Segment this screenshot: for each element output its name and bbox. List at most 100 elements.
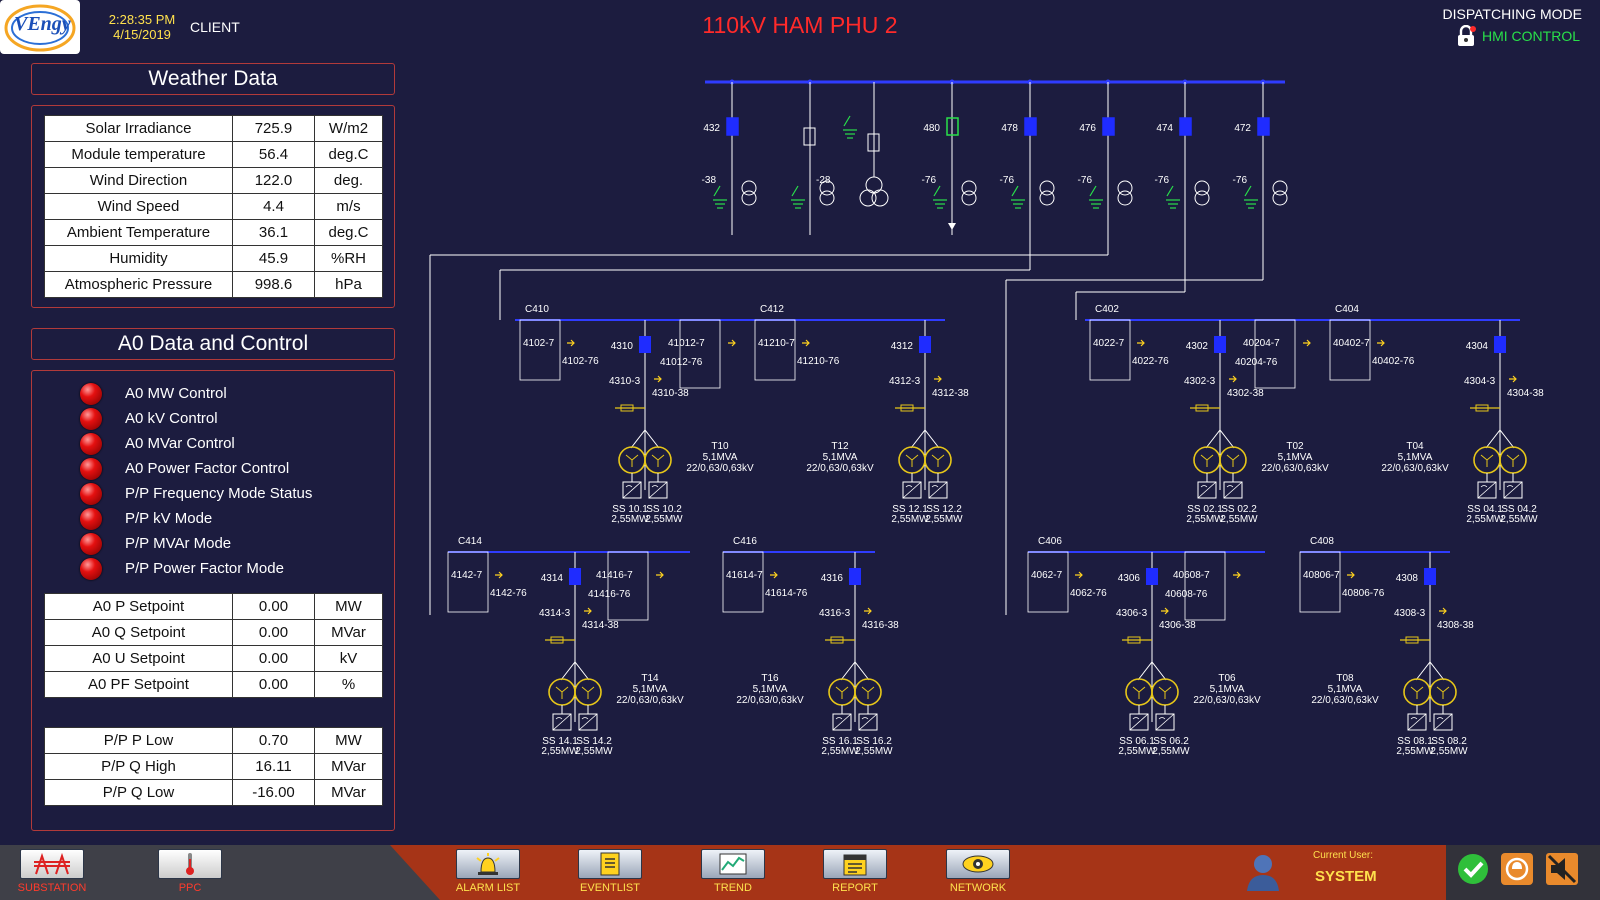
control-item[interactable]: A0 MVar Control (80, 431, 312, 456)
report-button[interactable]: REPORT (820, 849, 890, 897)
flow-arrow-icon (1377, 339, 1385, 347)
flow-arrow-icon (1303, 339, 1311, 347)
breaker-label: 478 (1001, 123, 1018, 134)
inverter-icon (1407, 713, 1427, 731)
inverter-icon (578, 713, 598, 731)
inverter-symbol (1433, 713, 1453, 731)
cell-value: 0.00 (232, 593, 315, 620)
wye-symbol (1158, 686, 1172, 699)
inverter-label: SS 08.1 (1397, 736, 1433, 747)
weather-panel (31, 105, 395, 308)
flow-arrow-icon (1439, 607, 1447, 615)
tx-feed (910, 429, 940, 449)
flow-arrow-icon (495, 571, 503, 579)
control-item[interactable]: A0 kV Control (80, 406, 312, 431)
thermometer-icon (158, 849, 222, 879)
alarm-bell-icon[interactable] (1500, 852, 1534, 886)
earth-switch-icon (791, 185, 805, 209)
breaker-icon (1024, 117, 1037, 136)
transformer-name: T08 (1336, 673, 1354, 684)
breaker-label: 4308 (1396, 573, 1419, 584)
cell-label: Humidity (44, 245, 233, 272)
control-item[interactable]: P/P kV Mode (80, 506, 312, 531)
tx-feed (1485, 429, 1515, 449)
eventlist-button[interactable]: EVENTLIST (575, 849, 645, 897)
cell-label: Wind Direction (44, 167, 233, 194)
breaker-label: 4312 (891, 341, 914, 352)
clock-time: 2:28:35 PM (108, 12, 176, 27)
switch-label: 4316-3 (819, 608, 851, 619)
earth-switch-icon (1089, 185, 1103, 209)
trend-button[interactable]: TREND (698, 849, 768, 897)
switch-path (754, 319, 796, 381)
switch-label: 41416-76 (588, 589, 631, 600)
mute-icon[interactable] (1545, 852, 1579, 886)
tx-feed (840, 661, 870, 681)
switch-label: 4314-38 (582, 620, 619, 631)
inverter-symbol (1477, 481, 1497, 499)
cell-label: Atmospheric Pressure (44, 271, 233, 298)
control-item[interactable]: A0 MW Control (80, 381, 312, 406)
control-item[interactable]: A0 Power Factor Control (80, 456, 312, 481)
switch-label: 4308-3 (1394, 608, 1426, 619)
control-item[interactable]: P/P Power Factor Mode (80, 556, 312, 581)
breaker-icon (639, 336, 651, 353)
switch-label: 4314-3 (539, 608, 571, 619)
switch-label: 4312-38 (932, 388, 969, 399)
breaker-label: 4314 (541, 573, 564, 584)
eventlist-icon (578, 849, 642, 879)
control-item[interactable]: P/P Frequency Mode Status (80, 481, 312, 506)
control-label: P/P MVAr Mode (125, 535, 232, 552)
inverter-symbol (902, 481, 922, 499)
switch-path (1184, 551, 1226, 621)
checkmark-icon[interactable] (1456, 852, 1490, 886)
wye-symbol (835, 686, 849, 699)
switch-label: 4062-7 (1031, 570, 1063, 581)
switch-label: 4312-3 (889, 376, 921, 387)
breaker-label: 4310 (611, 341, 634, 352)
alarm-list-button[interactable]: ALARM LIST (453, 849, 523, 897)
vt-icon (961, 190, 977, 206)
inverter-label: SS 14.1 (542, 736, 578, 747)
cell-value: 16.11 (232, 753, 315, 780)
cell-value: 0.00 (232, 671, 315, 698)
wye-symbol (1132, 686, 1146, 699)
earth-blade (843, 115, 851, 127)
flow-arrow-icon (1075, 571, 1083, 579)
vengy-logo: VEngy (0, 0, 80, 54)
flow-arrow-icon (584, 607, 592, 615)
ppc-button[interactable]: PPC (155, 849, 225, 897)
breaker-icon (849, 568, 861, 585)
inverter-icon (622, 481, 642, 499)
transformer-name: T02 (1286, 441, 1304, 452)
cell-label: Ambient Temperature (44, 219, 233, 246)
status-led-icon (80, 432, 102, 455)
switch-label: 4306-38 (1159, 620, 1196, 631)
cell-value: -16.00 (232, 779, 315, 806)
hmi-control-toggle[interactable]: HMI CONTROL (1456, 25, 1580, 47)
inverter-label: SS 06.1 (1119, 736, 1155, 747)
inverter-rating: 2,55MW (645, 514, 683, 525)
cell-value: 725.9 (232, 115, 315, 142)
substation-button[interactable]: SUBSTATION (17, 849, 87, 897)
control-item[interactable]: P/P MVAr Mode (80, 531, 312, 556)
flow-arrow-icon (654, 375, 662, 383)
cable-head-icon (830, 636, 844, 644)
flow-arrow-icon (1509, 375, 1517, 383)
user-avatar[interactable] (1245, 851, 1281, 891)
inverter-icon (1433, 713, 1453, 731)
breaker-icon (726, 117, 739, 136)
report-label: REPORT (832, 882, 878, 894)
inverter-rating: 2,55MW (925, 514, 963, 525)
earth-blade (933, 185, 941, 197)
inverter-icon (1197, 481, 1217, 499)
flow-arrow-icon (1233, 571, 1241, 579)
transformer-voltage: 22/0,63/0,63kV (806, 463, 874, 474)
switch-label: 40608-76 (1165, 589, 1208, 600)
cell-label: P/P Q High (44, 753, 233, 780)
earth-blade (1011, 185, 1019, 197)
cell-unit: deg.C (314, 141, 383, 168)
network-button[interactable]: NETWORK (943, 849, 1013, 897)
cell-label: A0 Q Setpoint (44, 619, 233, 646)
switch-label: 4102-76 (562, 356, 599, 367)
